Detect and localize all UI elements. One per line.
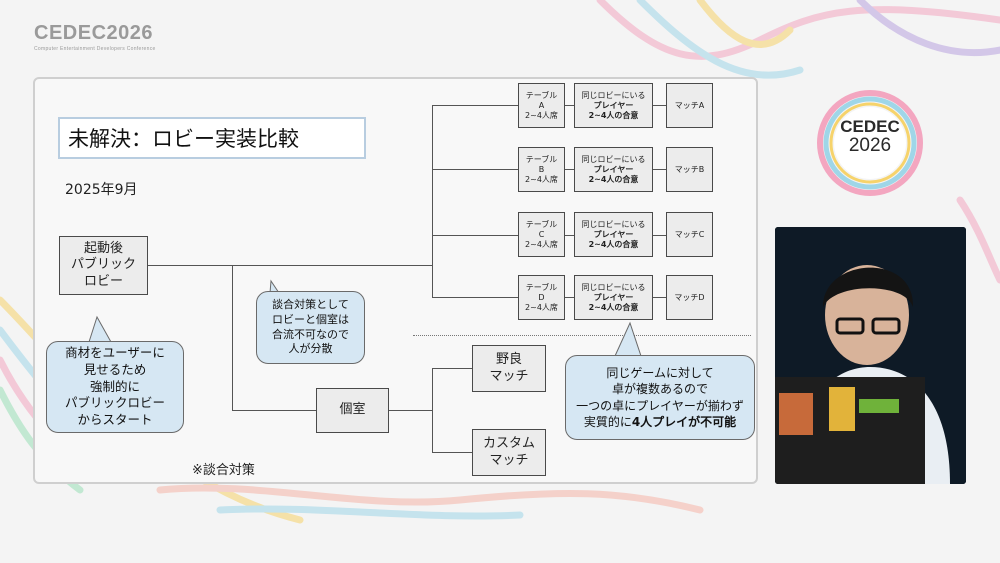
node-match-c: マッチC bbox=[666, 212, 713, 257]
connector bbox=[565, 105, 574, 106]
connector bbox=[653, 105, 666, 106]
bubble-right-line4-bold: 4人プレイが不可能 bbox=[631, 414, 737, 429]
badge-top: CEDEC bbox=[840, 117, 900, 136]
table-b-label: テーブル B 2~4人席 bbox=[525, 154, 558, 184]
node-public-lobby: 起動後 パブリック ロビー bbox=[59, 236, 148, 295]
connector bbox=[432, 368, 472, 369]
cedec-badge-logo bbox=[817, 90, 923, 196]
bubble-collusion-note: 談合対策として ロビーと個室は 合流不可なので 人が分散 bbox=[256, 291, 365, 364]
speaker-video bbox=[775, 227, 966, 484]
lobby-c-line3: 2~4人の合意 bbox=[588, 239, 639, 249]
connector bbox=[432, 169, 518, 170]
match-a-label: マッチA bbox=[674, 100, 705, 110]
node-public-lobby-label: 起動後 パブリック ロビー bbox=[70, 241, 136, 289]
lobby-d-line3: 2~4人の合意 bbox=[588, 302, 639, 312]
connector bbox=[232, 410, 316, 411]
connector bbox=[432, 452, 472, 453]
bubble-left-text: 商材をユーザーに 見せるため 強制的に パブリックロビー からスタート bbox=[64, 344, 165, 428]
match-d-label: マッチD bbox=[674, 292, 705, 302]
connector bbox=[432, 368, 433, 452]
lobby-c-line1: 同じロビーにいる bbox=[581, 219, 646, 229]
connector bbox=[432, 105, 433, 298]
separator-dotted-line bbox=[413, 335, 751, 336]
node-table-b: テーブル B 2~4人席 bbox=[518, 147, 565, 192]
node-table-d: テーブル D 2~4人席 bbox=[518, 275, 565, 320]
node-table-a: テーブル A 2~4人席 bbox=[518, 83, 565, 128]
connector bbox=[148, 265, 433, 266]
bubble-middle-text: 談合対策として ロビーと個室は 合流不可なので 人が分散 bbox=[272, 297, 349, 356]
cedec-logo: CEDEC2026 Computer Entertainment Develop… bbox=[34, 22, 156, 52]
node-match-a: マッチA bbox=[666, 83, 713, 128]
lobby-d-line2: プレイヤー bbox=[593, 292, 634, 302]
node-table-c: テーブル C 2~4人席 bbox=[518, 212, 565, 257]
connector bbox=[565, 169, 574, 170]
node-match-d: マッチD bbox=[666, 275, 713, 320]
slide-panel: 未解決：ロビー実装比較 2025年9月 起動後 パブリック ロビー 個室 野良 … bbox=[33, 77, 758, 484]
connector bbox=[389, 410, 433, 411]
bubble-right-line4-prefix: 実質的に bbox=[583, 414, 632, 429]
connector bbox=[653, 169, 666, 170]
connector bbox=[232, 265, 233, 410]
match-b-label: マッチB bbox=[674, 164, 705, 174]
lobby-a-line1: 同じロビーにいる bbox=[581, 90, 646, 100]
lobby-b-line3: 2~4人の合意 bbox=[588, 174, 639, 184]
bubble-public-lobby-reason: 商材をユーザーに 見せるため 強制的に パブリックロビー からスタート bbox=[46, 341, 184, 433]
badge-text: CEDEC 2026 bbox=[830, 118, 910, 156]
bubble-right-line3: 一つの卓にプレイヤーが揃わず bbox=[576, 398, 744, 413]
lobby-a-line2: プレイヤー bbox=[593, 100, 634, 110]
bubble-four-player-issue: 同じゲームに対して 卓が複数あるので 一つの卓にプレイヤーが揃わず 実質的に4人… bbox=[565, 355, 755, 440]
slide-date: 2025年9月 bbox=[65, 182, 138, 198]
slide-footnote: ※談合対策 bbox=[192, 463, 255, 478]
lobby-a-line3: 2~4人の合意 bbox=[588, 110, 639, 120]
node-random-match: 野良 マッチ bbox=[472, 345, 546, 392]
node-match-b: マッチB bbox=[666, 147, 713, 192]
table-c-label: テーブル C 2~4人席 bbox=[525, 219, 558, 249]
node-custom-match: カスタム マッチ bbox=[472, 429, 546, 476]
connector bbox=[565, 297, 574, 298]
connector bbox=[432, 235, 518, 236]
bubble-right-line1: 同じゲームに対して bbox=[606, 366, 714, 381]
speaker-figure bbox=[775, 227, 966, 484]
logo-subtitle: Computer Entertainment Developers Confer… bbox=[34, 46, 156, 52]
logo-name: CEDEC2026 bbox=[34, 22, 154, 44]
lobby-d-line1: 同じロビーにいる bbox=[581, 282, 646, 292]
connector bbox=[432, 105, 518, 106]
table-a-label: テーブル A 2~4人席 bbox=[525, 90, 558, 120]
lobby-b-line2: プレイヤー bbox=[593, 164, 634, 174]
connector bbox=[432, 297, 518, 298]
badge-bottom: 2026 bbox=[848, 134, 892, 156]
node-private-room-label: 個室 bbox=[339, 402, 366, 418]
node-private-room: 個室 bbox=[316, 388, 389, 433]
lobby-c-line2: プレイヤー bbox=[593, 229, 634, 239]
node-random-match-label: 野良 マッチ bbox=[489, 352, 529, 384]
match-c-label: マッチC bbox=[674, 229, 705, 239]
table-d-label: テーブル D 2~4人席 bbox=[525, 282, 558, 312]
connector bbox=[653, 235, 666, 236]
bubble-right-line2: 卓が複数あるので bbox=[611, 382, 708, 397]
lobby-b-line1: 同じロビーにいる bbox=[581, 154, 646, 164]
connector bbox=[653, 297, 666, 298]
slide-title: 未解決：ロビー実装比較 bbox=[58, 117, 366, 159]
connector bbox=[565, 235, 574, 236]
node-custom-match-label: カスタム マッチ bbox=[482, 436, 535, 468]
